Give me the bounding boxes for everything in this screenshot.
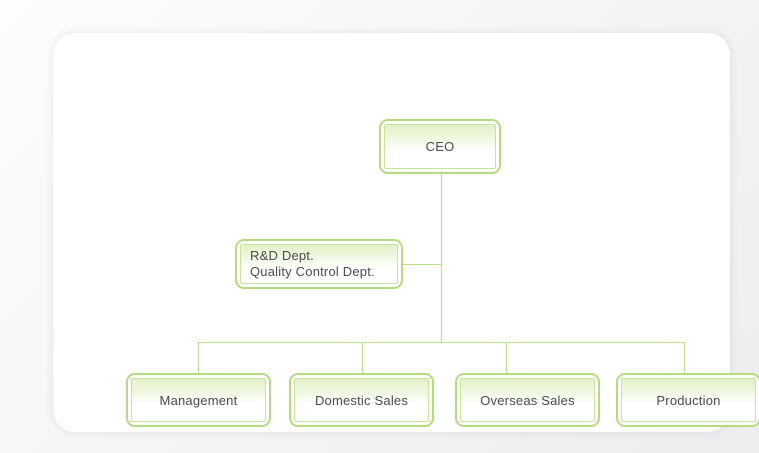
- org-node-staff-depts-labels: R&D Dept. Quality Control Dept.: [240, 244, 398, 284]
- org-node-production-label: Production: [621, 378, 756, 422]
- connector-branch-line: [198, 342, 685, 343]
- org-node-ceo: CEO: [379, 119, 501, 174]
- org-node-domestic-sales-label: Domestic Sales: [294, 378, 429, 422]
- org-node-domestic-sales: Domestic Sales: [289, 373, 434, 427]
- connector-drop-domestic-sales: [362, 343, 363, 373]
- org-node-production: Production: [616, 373, 759, 427]
- connector-staff-link: [403, 264, 441, 265]
- connector-drop-management: [198, 343, 199, 373]
- org-node-ceo-label: CEO: [384, 124, 496, 169]
- org-node-staff-depts: R&D Dept. Quality Control Dept.: [235, 239, 403, 289]
- connector-drop-production: [684, 343, 685, 373]
- staff-dept-line-quality-control: Quality Control Dept.: [250, 264, 375, 279]
- org-node-management-label: Management: [131, 378, 266, 422]
- staff-dept-line-rnd: R&D Dept.: [250, 248, 314, 263]
- org-node-management: Management: [126, 373, 271, 427]
- connector-drop-overseas-sales: [506, 343, 507, 373]
- chart-card: CEO R&D Dept. Quality Control Dept. Mana…: [53, 33, 759, 432]
- connector-ceo-trunk: [441, 174, 442, 343]
- org-node-overseas-sales-label: Overseas Sales: [460, 378, 595, 422]
- org-node-overseas-sales: Overseas Sales: [455, 373, 600, 427]
